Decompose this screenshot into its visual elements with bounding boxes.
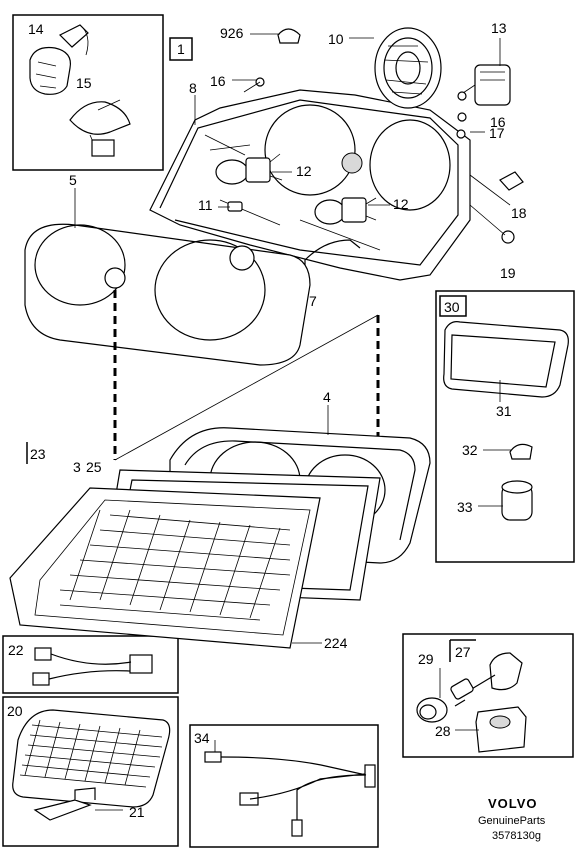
callout-13: 13 [491,20,507,36]
bracket-28 [475,706,527,753]
callout-18: 18 [511,205,527,221]
callout-box-1 [169,37,193,61]
callout-19: 19 [500,265,516,281]
callout-20: 20 [7,703,23,719]
screw-16 [243,77,265,93]
callout-25: 25 [86,459,102,475]
callout-7: 7 [309,293,317,309]
headlamp-cover-cap [374,27,442,109]
callout-30: 30 [444,299,460,315]
inset-wiring-harness-box [189,724,379,848]
nut-19 [501,230,515,244]
callout-21: 21 [129,804,145,820]
callout-224: 224 [324,635,348,651]
callout-10: 10 [328,31,344,47]
leveling-adjuster-27 [450,652,523,707]
bulb-lower [314,197,377,225]
clip-926 [277,28,301,44]
knob-29 [416,697,448,723]
callout-11: 11 [198,197,213,213]
reflector-5 [24,223,311,366]
inset-seal-clip-box [435,290,575,563]
dashed-gasket-25 [113,290,380,461]
cable-22 [32,647,153,686]
wiring-harness-34 [204,751,376,837]
callout-34: 34 [194,730,210,746]
callout-32: 32 [462,442,478,458]
inset-bulb-holder-box [12,14,164,171]
leader-lines [74,33,511,811]
callout-14: 14 [28,21,44,37]
callout-3: 3 [73,459,81,475]
callout-12a: 12 [296,163,312,179]
clip-18 [499,171,524,191]
callout-27: 27 [455,644,471,660]
callout-16a: 16 [210,73,226,89]
volvo-logo: VOLVO [488,796,538,811]
callout-33: 33 [457,499,473,515]
socket-33 [501,480,533,521]
callout-1: 1 [177,41,185,57]
leveling-motor [457,64,511,106]
inset-glass-box [2,696,179,847]
lens-2 [9,487,321,649]
inset-cable-box [2,635,179,694]
screw-16b [457,112,467,122]
callout-box-27 [449,639,476,662]
clip-32 [509,443,533,460]
bulb-upper [215,153,283,185]
glass-20 [12,709,171,808]
callout-22: 22 [8,642,24,658]
bracket-21 [33,787,96,821]
callout-15: 15 [76,75,92,91]
callout-5: 5 [69,172,77,188]
washer-17 [456,129,466,139]
wire-7 [304,239,361,285]
callout-16b: 16 [490,114,506,130]
callout-12b: 12 [393,196,409,212]
callout-17: 17 [489,125,505,141]
callout-28: 28 [435,723,451,739]
inset-leveling-motor-box [402,633,574,758]
callout-926: 926 [220,25,244,41]
callout-8: 8 [189,80,197,96]
part-number-text: 3578130g [492,830,541,842]
callout-31: 31 [496,403,512,419]
callout-4: 4 [323,389,331,405]
headlamp-housing [149,89,471,281]
callout-23: 23 [30,446,46,462]
callout-box-30 [439,295,467,317]
seal-31 [443,321,569,398]
callout-29: 29 [418,651,434,667]
bulb-small-11 [227,201,243,212]
genuine-parts-text: GenuineParts [478,815,546,827]
